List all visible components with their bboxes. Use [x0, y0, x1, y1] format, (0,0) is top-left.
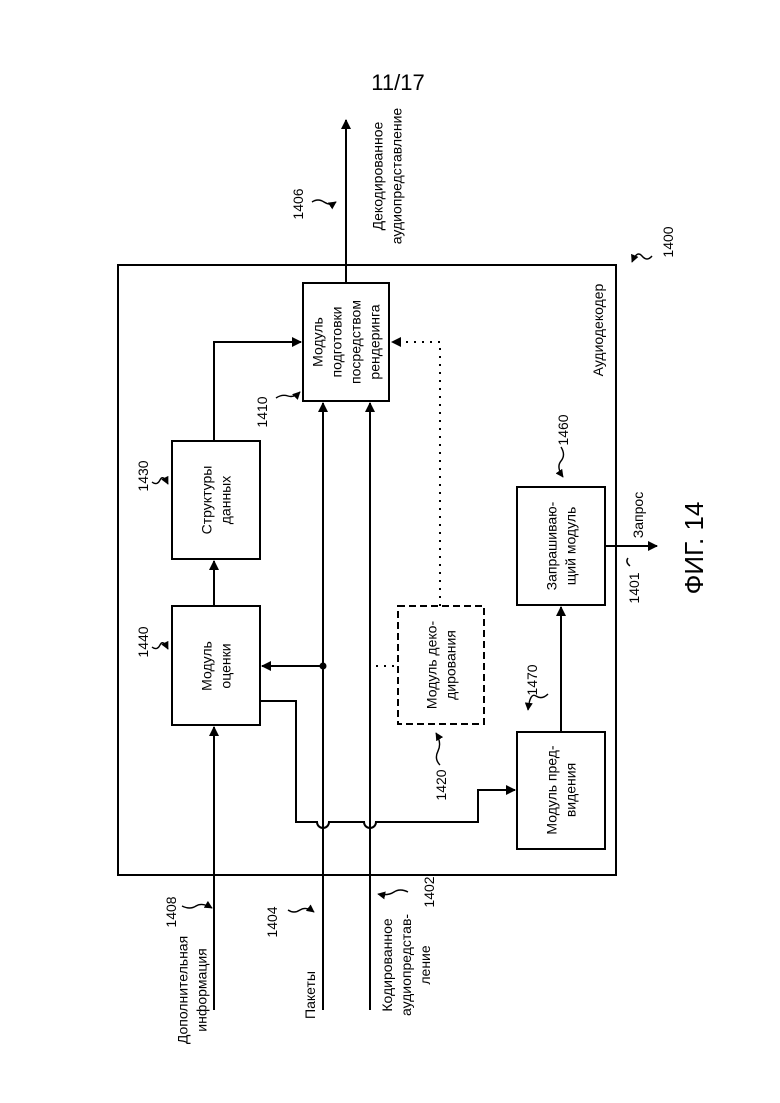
leader-1401: [627, 558, 630, 566]
ref-1410: 1410: [254, 396, 270, 427]
predictor-block: [517, 732, 605, 849]
decoded-output-label: Декодированноеаудиопредставление: [369, 108, 404, 245]
predictor-label-line: Модуль пред-: [543, 745, 559, 835]
side-info-label-line: Дополнительная: [174, 936, 190, 1044]
data-structures-block: [172, 441, 260, 559]
ref-1401-line: 1401: [626, 572, 642, 603]
figure-caption-line: ФИГ. 14: [679, 502, 709, 595]
ref-1430-line: 1430: [135, 460, 151, 491]
evaluator-label-line: Модуль: [198, 641, 214, 691]
ref-1404-line: 1404: [264, 906, 280, 937]
ref-1402: 1402: [421, 876, 437, 907]
evaluator-block: [172, 606, 260, 725]
leader-1402: [378, 890, 408, 895]
ref-1408: 1408: [163, 896, 179, 927]
request-label: Запрос: [630, 492, 646, 538]
ref-1406-line: 1406: [290, 188, 306, 219]
figure-caption: ФИГ. 14: [679, 502, 709, 595]
renderer-label-line: рендеринга: [366, 304, 382, 379]
renderer-label: Модульподготовкипосредствомрендеринга: [309, 300, 382, 384]
requester-block: [517, 487, 605, 605]
ref-1460-line: 1460: [555, 414, 571, 445]
encoded-label-line: Кодированное: [379, 918, 395, 1012]
ref-1440-line: 1440: [135, 626, 151, 657]
encoded-label: Кодированноеаудиопредстав-ление: [379, 914, 433, 1016]
requester-label: Запрашиваю-щий модуль: [543, 501, 578, 590]
decoder-label-line: Аудиодекодер: [590, 283, 606, 376]
side-info-label-line: информация: [193, 948, 209, 1031]
ref-1406: 1406: [290, 188, 306, 219]
leader-1430: [152, 478, 168, 484]
sheet-number: 11/17: [371, 70, 424, 95]
decoded-output-label-line: Декодированное: [369, 121, 385, 230]
evaluator-label-line: оценки: [217, 643, 233, 688]
data-structures-label-line: Структуры: [198, 466, 214, 535]
decoding-label: Модуль деко-дирования: [423, 621, 458, 710]
ref-1430: 1430: [135, 460, 151, 491]
ref-1408-line: 1408: [163, 896, 179, 927]
evaluator-label: Модульоценки: [198, 641, 233, 691]
ref-1410-line: 1410: [254, 396, 270, 427]
leader-1440: [152, 643, 168, 649]
predictor-label-line: видения: [562, 763, 578, 817]
dotted-arrow-head: [391, 337, 401, 347]
junction-dot: [320, 663, 327, 670]
side-info-label: Дополнительнаяинформация: [174, 936, 209, 1044]
packets-label: Пакеты: [302, 971, 318, 1019]
predictor-label: Модуль пред-видения: [543, 745, 578, 835]
requester-label-line: Запрашиваю-: [543, 501, 559, 590]
ref-1460: 1460: [555, 414, 571, 445]
data-structures-label: Структурыданных: [198, 466, 233, 535]
leader-1420: [436, 733, 440, 765]
leader-1406: [312, 200, 336, 204]
ref-1470: 1470: [524, 664, 540, 695]
packets-label-line: Пакеты: [302, 971, 318, 1019]
ref-1440: 1440: [135, 626, 151, 657]
leader-1404: [288, 908, 314, 912]
ref-1420-line: 1420: [433, 769, 449, 800]
dotted-decoding-to-renderer: [394, 342, 440, 606]
evaluator-to-predictor-arrow: [260, 701, 515, 828]
requester-label-line: щий модуль: [562, 507, 578, 585]
ref-1400: 1400: [660, 226, 676, 257]
renderer-label-line: посредством: [347, 300, 363, 384]
leader-1408: [182, 904, 212, 908]
data-structures-label-line: данных: [217, 476, 233, 524]
renderer-label-line: Модуль: [309, 317, 325, 367]
ref-1400-line: 1400: [660, 226, 676, 257]
decoded-output-label-line: аудиопредставление: [388, 108, 404, 245]
ref-1401: 1401: [626, 572, 642, 603]
ref-1470-line: 1470: [524, 664, 540, 695]
leader-1410: [276, 392, 300, 398]
leader-1400: [632, 254, 652, 262]
decoder-label: Аудиодекодер: [590, 283, 606, 376]
request-label-line: Запрос: [630, 492, 646, 538]
ref-1420: 1420: [433, 769, 449, 800]
decoding-label-line: дирования: [442, 630, 458, 700]
decoding-label-line: Модуль деко-: [423, 621, 439, 710]
decoding-block: [398, 606, 484, 724]
encoded-label-line: аудиопредстав-: [398, 914, 414, 1016]
ref-1404: 1404: [264, 906, 280, 937]
ref-1402-line: 1402: [421, 876, 437, 907]
encoded-label-line: ление: [417, 945, 433, 985]
leader-1460: [559, 447, 564, 477]
renderer-label-line: подготовки: [328, 307, 344, 378]
